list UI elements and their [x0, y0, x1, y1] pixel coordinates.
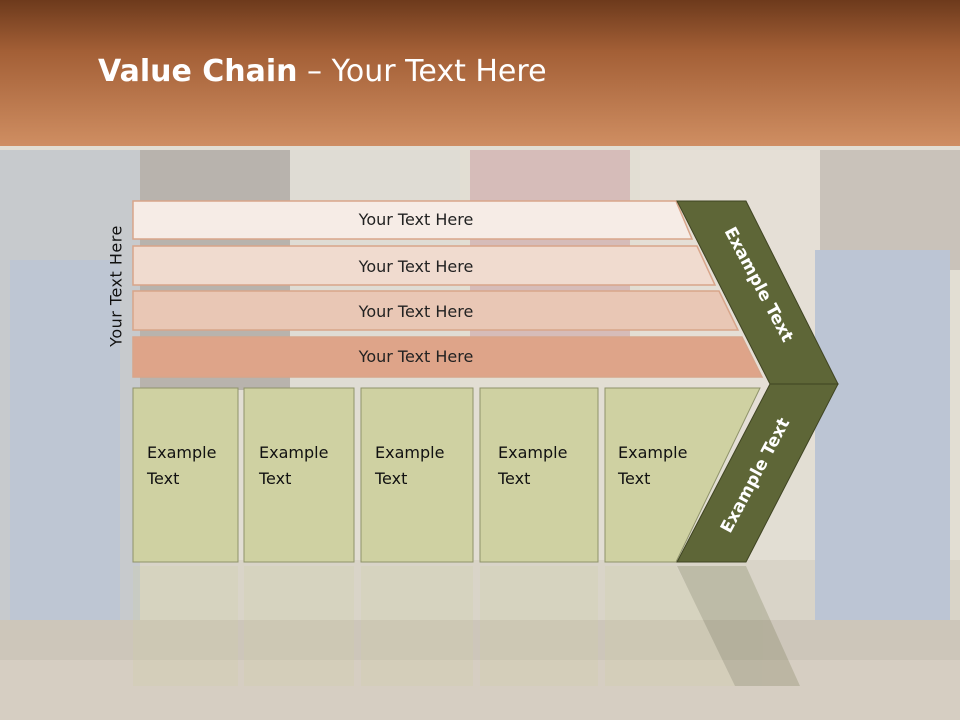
- svg-text:Example: Example: [259, 443, 328, 462]
- svg-text:Example: Example: [498, 443, 567, 462]
- primary-box-4: Example Text: [479, 387, 599, 563]
- support-row-3: Your Text Here: [132, 290, 740, 331]
- support-row-1: Your Text Here: [132, 200, 694, 240]
- page-title: Value Chain – Your Text Here: [98, 54, 547, 89]
- support-row-label: Your Text Here: [358, 347, 474, 366]
- primary-box-label-line2: Text: [146, 469, 179, 488]
- primary-box-label-line2: Text: [258, 469, 291, 488]
- support-row-label: Your Text Here: [358, 257, 474, 276]
- primary-box-label-line2: Text: [374, 469, 407, 488]
- svg-text:Text: Text: [617, 469, 650, 488]
- reflection: [133, 566, 800, 686]
- svg-text:Text: Text: [258, 469, 291, 488]
- support-row-4: Your Text Here: [132, 336, 764, 378]
- primary-box-label-line1: Example: [375, 443, 444, 462]
- primary-box-label-line1: Example: [618, 443, 687, 462]
- support-row-2: Your Text Here: [132, 245, 717, 286]
- svg-text:Text: Text: [374, 469, 407, 488]
- svg-text:Example: Example: [618, 443, 687, 462]
- primary-box-5: Example Text: [604, 387, 761, 563]
- primary-box-label-line1: Example: [147, 443, 216, 462]
- primary-box-3: Example Text: [360, 387, 474, 563]
- primary-box-2: Example Text: [243, 387, 355, 563]
- svg-text:Text: Text: [146, 469, 179, 488]
- svg-text:Example: Example: [375, 443, 444, 462]
- svg-text:Text: Text: [497, 469, 530, 488]
- primary-box-1: Example Text: [132, 387, 239, 563]
- primary-box-label-line2: Text: [617, 469, 650, 488]
- primary-box-label-line1: Example: [259, 443, 328, 462]
- primary-box-label-line2: Text: [497, 469, 530, 488]
- support-row-label: Your Text Here: [358, 302, 474, 321]
- svg-text:Example: Example: [147, 443, 216, 462]
- header-bar: [0, 0, 960, 146]
- support-row-label: Your Text Here: [358, 210, 474, 229]
- primary-box-label-line1: Example: [498, 443, 567, 462]
